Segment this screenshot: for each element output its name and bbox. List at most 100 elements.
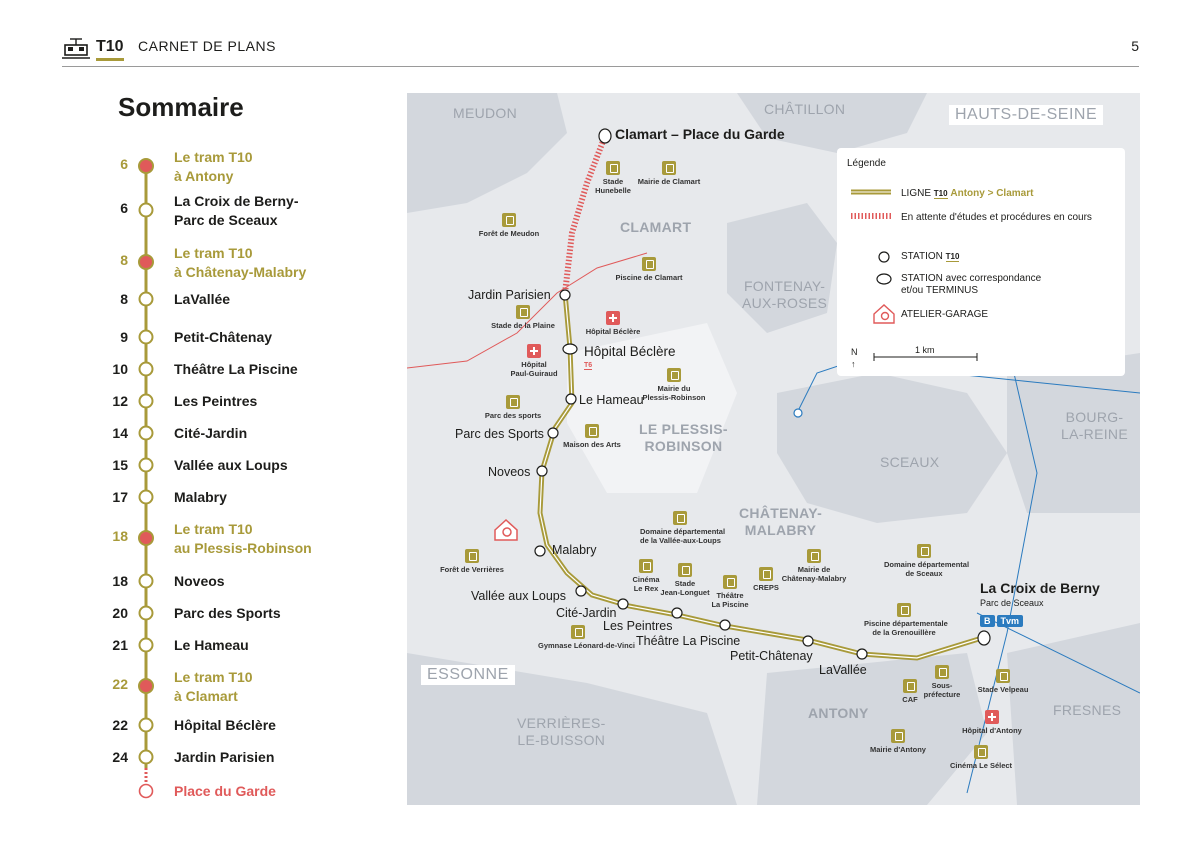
poi-sous-prefecture[interactable]: Sous-préfecture <box>902 665 982 699</box>
commune-fresnes <box>1007 623 1140 805</box>
toc-page-number: 22 <box>112 676 128 692</box>
toc-item[interactable]: 20 Parc des Sports <box>100 604 400 638</box>
toc-label: Vallée aux Loups <box>174 457 288 473</box>
station-label-hameau: Le Hameau <box>579 393 644 407</box>
poi-hop-antony[interactable]: Hôpital d'Antony <box>952 710 1032 735</box>
poi-label: Mairie de <box>797 565 831 574</box>
toc-station-dot <box>138 637 154 653</box>
poi-mairie-clamart[interactable]: Mairie de Clamart <box>629 161 709 186</box>
landmark-icon <box>996 669 1010 683</box>
poi-piscine-clamart[interactable]: Piscine de Clamart <box>609 257 689 282</box>
poi-foret-verrieres[interactable]: Forêt de Verrières <box>432 549 512 574</box>
poi-label: Mairie de Clamart <box>637 177 701 186</box>
poi-label: Théâtre <box>716 591 744 600</box>
poi-label: Le Rex <box>633 584 659 593</box>
toc-label: Place du Garde <box>174 783 276 799</box>
toc-section-dot <box>138 158 154 174</box>
poi-label: de Sceaux <box>905 569 943 578</box>
poi-label: Mairie du <box>657 384 691 393</box>
poi-foret-meudon[interactable]: Forêt de Meudon <box>469 213 549 238</box>
toc-station-dot <box>138 202 154 218</box>
poi-stade-velpeau[interactable]: Stade Velpeau <box>963 669 1043 694</box>
landmark-icon <box>974 745 988 759</box>
landmark-icon <box>891 729 905 743</box>
landmark-icon <box>571 625 585 639</box>
toc-section-dot <box>138 254 154 270</box>
hospital-icon <box>985 710 999 724</box>
toc-page-number: 18 <box>112 528 128 544</box>
poi-label: Hunebelle <box>595 186 631 195</box>
toc-station-dot <box>138 291 154 307</box>
station-label-place-garde: Clamart – Place du Garde <box>615 126 785 142</box>
map-area[interactable]: HAUTS-DE-SEINE ESSONNE MEUDON CHÂTILLON … <box>407 93 1140 805</box>
toc-line <box>138 158 154 799</box>
poi-caf[interactable]: CAF <box>870 679 950 704</box>
commune-label-antony: ANTONY <box>808 705 869 721</box>
toc-station-dot <box>138 457 154 473</box>
commune-label-chatenay: CHÂTENAY-MALABRY <box>739 505 823 538</box>
hospital-icon <box>606 311 620 325</box>
station-label-beclere: Hôpital Béclère <box>584 344 676 359</box>
toc-label: Le Hameau <box>174 637 249 653</box>
poi-maison-arts[interactable]: Maison des Arts <box>552 424 632 449</box>
poi-label: Plessis-Robinson <box>642 393 706 402</box>
commune-label-sceaux: SCEAUX <box>880 454 940 470</box>
toc-label: Hôpital Béclère <box>174 717 276 733</box>
document-title: CARNET DE PLANS <box>138 38 276 54</box>
commune-meudon <box>407 93 567 213</box>
map-canvas <box>407 93 1140 805</box>
legend-pending: En attente d'études et procédures en cou… <box>901 212 1092 223</box>
poi-hop-beclere[interactable]: Hôpital Béclère <box>573 311 653 336</box>
landmark-icon <box>723 575 737 589</box>
poi-label: Gymnase Léonard-de-Vinci <box>538 641 635 650</box>
poi-gymnase[interactable]: Gymnase Léonard-de-Vinci <box>538 625 635 650</box>
poi-stade-plaine[interactable]: Stade de la Plaine <box>483 305 563 330</box>
poi-cinema-select[interactable]: Cinéma Le Sélect <box>941 745 1021 770</box>
toc-label: Parc des Sports <box>174 605 281 621</box>
toc-page-number: 20 <box>112 605 128 621</box>
legend-garage-icon <box>873 304 895 324</box>
legend-garage: ATELIER-GARAGE <box>901 309 989 320</box>
legend-line: LIGNE T10 Antony > Clamart <box>901 188 1034 199</box>
poi-mairie-antony[interactable]: Mairie d'Antony <box>858 729 938 754</box>
toc-station-dot <box>138 393 154 409</box>
landmark-icon <box>678 563 692 577</box>
station-beclere <box>562 343 578 355</box>
toc-item[interactable]: Place du Garde <box>100 782 400 816</box>
page-number: 5 <box>1131 38 1139 54</box>
poi-creps[interactable]: CREPS <box>726 567 806 592</box>
toc-station-dot <box>138 749 154 765</box>
toc-station-dot <box>138 783 154 799</box>
toc-label: Les Peintres <box>174 393 258 409</box>
poi-parc-sports[interactable]: Parc des sports <box>473 395 553 420</box>
landmark-icon <box>642 257 656 271</box>
landmark-icon <box>935 665 949 679</box>
toc-page-number: 6 <box>120 200 128 216</box>
